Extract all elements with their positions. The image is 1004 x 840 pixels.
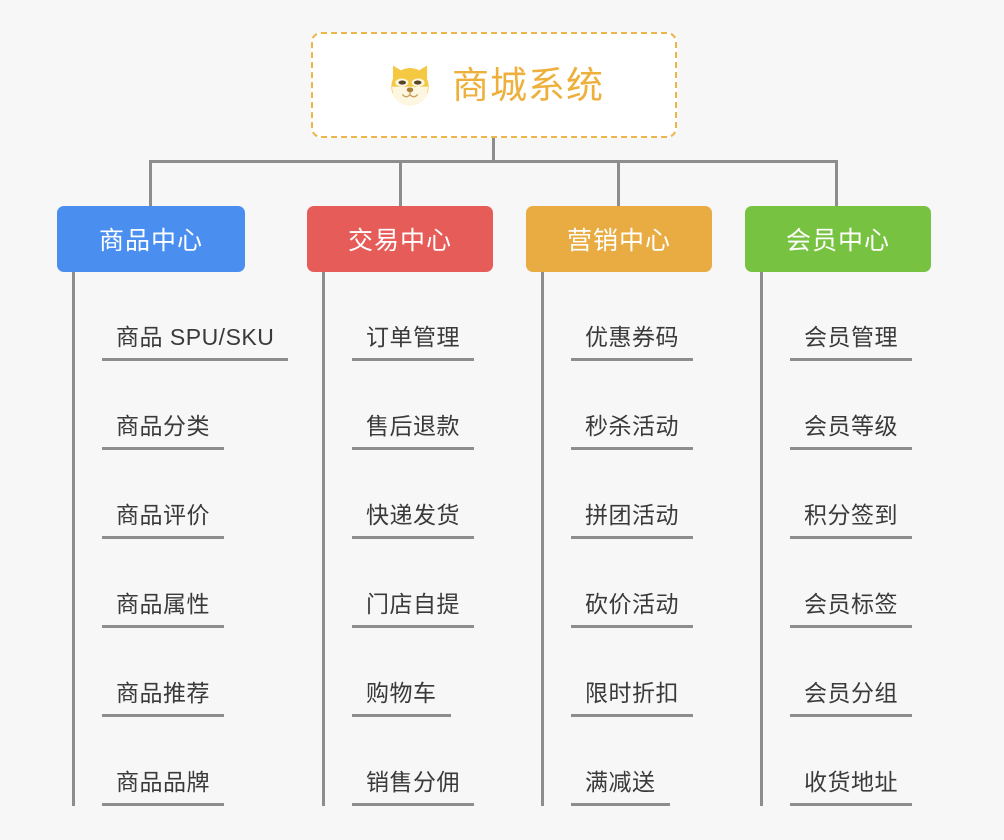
category-box-trade-center[interactable]: 交易中心 (307, 206, 493, 272)
leaf-item[interactable]: 会员标签 (760, 539, 912, 628)
leaf-label: 订单管理 (366, 324, 460, 350)
leaf-label: 砍价活动 (585, 591, 679, 617)
category-box-marketing-center[interactable]: 营销中心 (526, 206, 712, 272)
leaf-item[interactable]: 会员管理 (760, 272, 912, 361)
shiba-inu-icon (391, 65, 429, 106)
leaf-item[interactable]: 秒杀活动 (541, 361, 693, 450)
leaf-item[interactable]: 优惠券码 (541, 272, 693, 361)
root-title: 商城系统 (452, 64, 604, 106)
leaf-label: 会员管理 (804, 324, 898, 350)
leaf-label: 快递发货 (366, 502, 460, 528)
leaf-label: 秒杀活动 (585, 413, 679, 439)
leaf-label: 商品品牌 (116, 769, 210, 795)
leaf-item[interactable]: 积分签到 (760, 450, 912, 539)
leaf-label: 限时折扣 (585, 680, 679, 706)
leaf-item[interactable]: 会员等级 (760, 361, 912, 450)
root-node[interactable]: 商城系统 (311, 32, 677, 138)
leaf-item[interactable]: 购物车 (322, 628, 451, 717)
leaf-label: 购物车 (366, 680, 437, 706)
leaf-trunk-member-center (760, 272, 763, 806)
leaf-label: 商品分类 (116, 413, 210, 439)
leaf-label: 销售分佣 (366, 769, 460, 795)
category-drop-connector-4 (835, 160, 838, 206)
leaf-label: 会员分组 (804, 680, 898, 706)
leaf-trunk-trade-center (322, 272, 325, 806)
leaf-label: 积分签到 (804, 502, 898, 528)
category-bus-connector (150, 160, 838, 163)
leaf-label: 会员等级 (804, 413, 898, 439)
leaf-item[interactable]: 收货地址 (760, 717, 912, 806)
leaf-label: 商品 SPU/SKU (116, 324, 275, 350)
category-drop-connector-2 (399, 160, 402, 206)
leaf-item[interactable]: 门店自提 (322, 539, 474, 628)
category-label-marketing-center: 营销中心 (566, 227, 671, 255)
leaf-trunk-product-center (72, 272, 75, 806)
leaf-label: 商品属性 (116, 591, 210, 617)
leaf-item[interactable]: 商品评价 (72, 450, 224, 539)
leaf-label: 商品推荐 (116, 680, 210, 706)
leaf-label: 售后退款 (366, 413, 460, 439)
leaf-label: 优惠券码 (585, 324, 679, 350)
leaf-item[interactable]: 订单管理 (322, 272, 474, 361)
leaf-trunk-marketing-center (541, 272, 544, 806)
category-box-member-center[interactable]: 会员中心 (745, 206, 931, 272)
leaf-item[interactable]: 商品品牌 (72, 717, 224, 806)
leaf-item[interactable]: 商品 SPU/SKU (72, 272, 289, 361)
leaf-item[interactable]: 快递发货 (322, 450, 474, 539)
category-drop-connector-3 (617, 160, 620, 206)
category-label-member-center: 会员中心 (785, 227, 890, 255)
leaf-item[interactable]: 砍价活动 (541, 539, 693, 628)
leaf-label: 拼团活动 (585, 502, 679, 528)
category-label-trade-center: 交易中心 (347, 227, 452, 255)
leaf-item[interactable]: 商品分类 (72, 361, 224, 450)
category-label-product-center: 商品中心 (98, 227, 203, 255)
leaf-label: 会员标签 (804, 591, 898, 617)
leaf-item[interactable]: 商品推荐 (72, 628, 224, 717)
leaf-label: 收货地址 (804, 769, 898, 795)
leaf-label: 满减送 (585, 769, 656, 795)
leaf-item[interactable]: 限时折扣 (541, 628, 693, 717)
leaf-item[interactable]: 售后退款 (322, 361, 474, 450)
leaf-item[interactable]: 满减送 (541, 717, 670, 806)
root-stem-connector (492, 138, 495, 162)
category-box-product-center[interactable]: 商品中心 (57, 206, 245, 272)
leaf-item[interactable]: 商品属性 (72, 539, 224, 628)
category-drop-connector-1 (149, 160, 152, 206)
leaf-label: 商品评价 (116, 502, 210, 528)
leaf-item[interactable]: 销售分佣 (322, 717, 474, 806)
leaf-item[interactable]: 会员分组 (760, 628, 912, 717)
leaf-label: 门店自提 (366, 591, 460, 617)
leaf-item[interactable]: 拼团活动 (541, 450, 693, 539)
